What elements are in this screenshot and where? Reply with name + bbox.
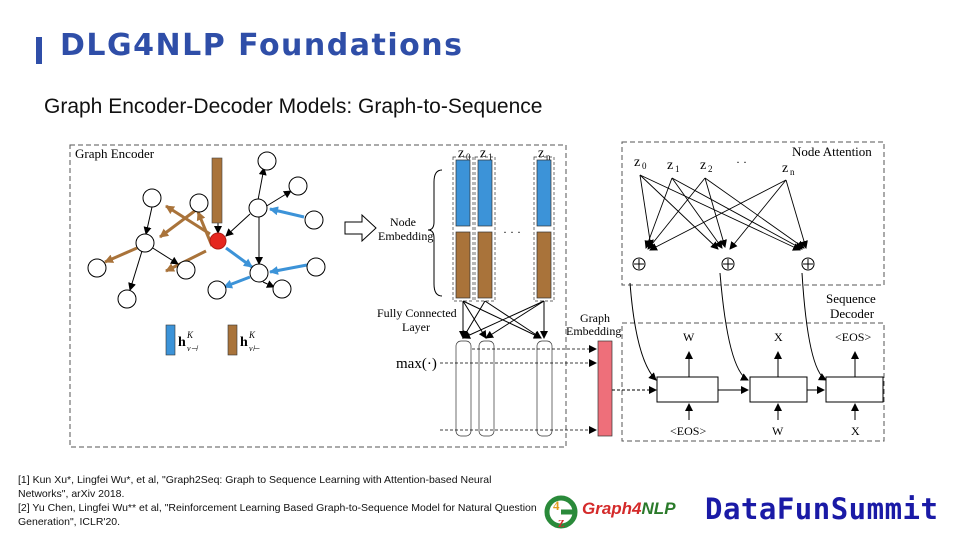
graph-node [304, 210, 324, 230]
att-z1-sub: 1 [675, 164, 680, 174]
graph-node [142, 188, 162, 208]
page-subtitle: Graph Encoder-Decoder Models: Graph-to-S… [44, 95, 543, 118]
embedding-dashed-frame-n [533, 156, 555, 302]
decoder-input-2: X [851, 424, 860, 438]
graph-node [117, 289, 137, 309]
datafunsummit-logo: DataFunSummit [705, 492, 939, 526]
decoder-label-1: Sequence [826, 291, 876, 306]
decoder-cell [749, 376, 808, 403]
node-embedding-label-2: Embedding [378, 229, 433, 243]
graph-embedding-label-2: Embedding [566, 324, 621, 338]
legend-h-forward-sup: K [186, 330, 194, 340]
graph-node [272, 279, 292, 299]
legend-h-forward-sub: v⊣ [187, 344, 199, 353]
att-z0: z [634, 155, 640, 170]
graph-node [189, 193, 209, 213]
att-z2-sub: 2 [708, 164, 713, 174]
graph-nodes [87, 151, 326, 309]
graph-node [257, 151, 277, 171]
svg-text:Z: Z [558, 519, 565, 530]
reference-1: [1] Kun Xu*, Lingfei Wu*, et al, "Graph2… [18, 474, 492, 500]
z-label-n: z [538, 146, 544, 161]
embedding-dots: · · · [503, 225, 521, 239]
node-vector-small [211, 157, 223, 224]
graph-embedding-label-1: Graph [580, 311, 610, 325]
legend-h-forward: h [178, 335, 186, 350]
reference-2: [2] Yu Chen, Lingfei Wu** et al, "Reinfo… [18, 502, 537, 528]
legend-h-backward-sup: K [248, 330, 256, 340]
node-attention-label: Node Attention [792, 144, 872, 159]
pooled-columns [455, 340, 553, 437]
legend-h-backward-sub: v⊢ [249, 344, 261, 353]
graph-encoder-label: Graph Encoder [75, 146, 155, 161]
node-embedding-brace [427, 169, 443, 297]
embedding-col-n-backward [536, 231, 552, 299]
legend-forward-vector [165, 324, 176, 356]
embedding-col-0-backward [455, 231, 471, 299]
graph-embedding-vector [597, 340, 613, 437]
z-label-0: z [458, 146, 464, 161]
node-attention-box [621, 141, 885, 286]
decoder-input-1: W [772, 424, 784, 438]
title-accent-bar [36, 37, 42, 64]
node-embedding-label-1: Node [390, 215, 416, 229]
attention-to-decoder [612, 272, 827, 394]
graph4nlp-logo-icon: 4 Z [544, 495, 578, 530]
decoder-label-2: Decoder [830, 306, 875, 321]
att-dots: · · [736, 155, 747, 169]
decoder-output-1: X [774, 330, 783, 344]
fc-label-1: Fully Connected [377, 306, 457, 320]
svg-text:4: 4 [553, 498, 560, 513]
decoder-input-0: <EOS> [670, 424, 706, 438]
att-z0-sub: 0 [642, 161, 647, 171]
legend-backward-vector [227, 324, 238, 356]
sequence-decoder-box [621, 322, 885, 442]
fc-connections [459, 300, 548, 339]
legend-h-backward: h [240, 335, 248, 350]
page-title: DLG4NLP Foundations [60, 28, 464, 63]
graph-center-node [209, 232, 227, 250]
att-zn-sub: n [790, 167, 795, 177]
decoder-output-2: <EOS> [835, 330, 871, 344]
decoder-cell [825, 376, 884, 403]
graph-encoder-box [69, 144, 567, 448]
decoder-cells [656, 376, 884, 403]
graph-node [306, 257, 326, 277]
att-z1: z [667, 158, 673, 173]
graph-node [248, 198, 268, 218]
embedding-col-1-forward [477, 159, 493, 227]
graph-edges [104, 167, 308, 291]
graph-node [207, 280, 227, 300]
graph-node [288, 176, 308, 196]
node-embedding-columns [455, 159, 552, 299]
embedding-dashed-frame-1 [474, 156, 496, 302]
att-z2: z [700, 158, 706, 173]
maxpool-label: max(·) [396, 356, 437, 372]
references: [1] Kun Xu*, Lingfei Wu*, et al, "Graph2… [18, 473, 538, 529]
embedding-col-n-forward [536, 159, 552, 227]
hollow-arrow [344, 213, 377, 243]
z-label-1: z [480, 146, 486, 161]
attention-arrows [639, 174, 808, 251]
graph-node [87, 258, 107, 278]
z-sub-n: n [546, 152, 551, 162]
att-zn: z [782, 161, 788, 176]
embedding-col-0-forward [455, 159, 471, 227]
graph-node [249, 263, 269, 283]
pooling-dashed-lines [440, 345, 597, 434]
graph-node [135, 233, 155, 253]
graph-node [176, 260, 196, 280]
fc-label-2: Layer [402, 320, 430, 334]
graph4nlp-logo-text: Graph4NLP [582, 499, 676, 518]
embedding-dashed-frame-0 [452, 156, 474, 302]
decoder-cell [656, 376, 719, 403]
decoder-output-0: W [683, 330, 695, 344]
embedding-col-1-backward [477, 231, 493, 299]
